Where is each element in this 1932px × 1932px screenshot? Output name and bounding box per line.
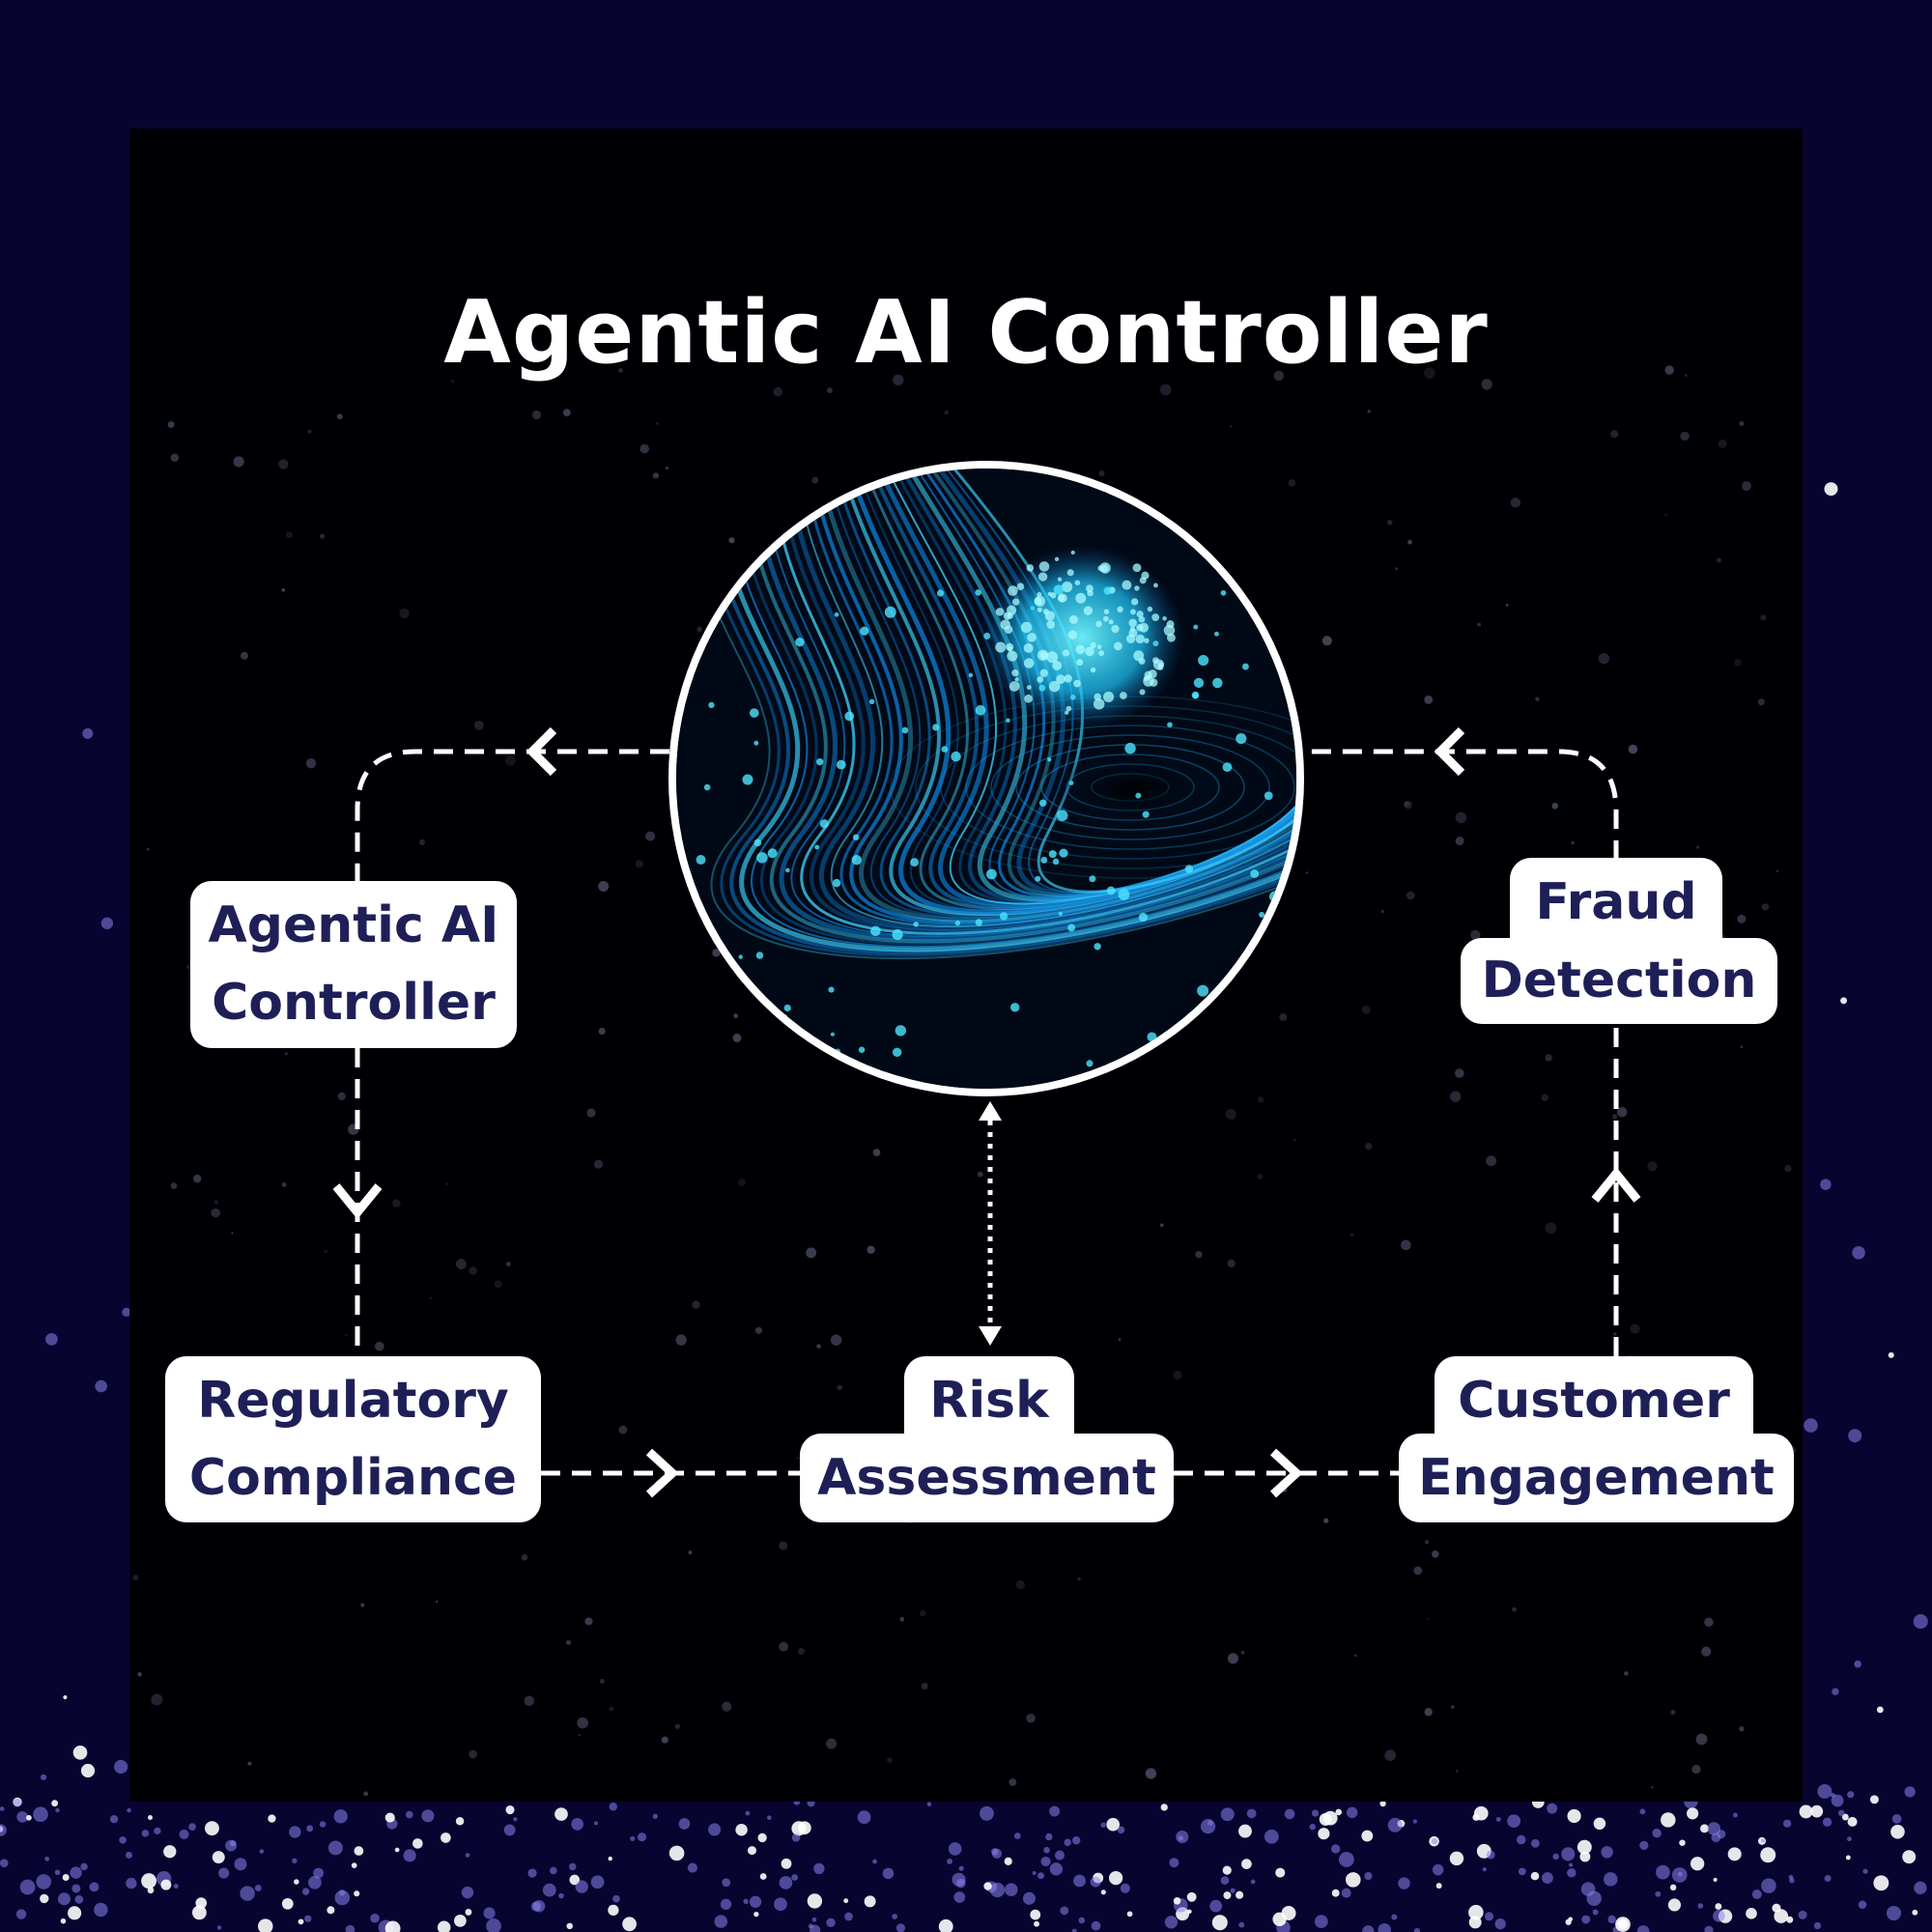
node-label-line1: Fraud: [1535, 873, 1697, 931]
neural-brain-graphic: [980, 546, 1183, 729]
node-label-line1: Customer: [1458, 1372, 1730, 1430]
chevron-left-icon: [526, 726, 557, 777]
node-label-line1: Regulatory: [197, 1372, 509, 1430]
chevron-down-icon: [332, 1183, 383, 1220]
arrowhead-up-icon: [979, 1101, 1002, 1121]
node-label-line1: Risk: [929, 1372, 1049, 1430]
chevron-right-icon: [645, 1448, 679, 1498]
node-agentic-ai-controller: Agentic AI Controller: [190, 881, 517, 1048]
chevron-up-icon: [1591, 1166, 1641, 1203]
chevron-right-icon: [1269, 1448, 1303, 1498]
arrowhead-down-icon: [979, 1326, 1002, 1346]
chevron-left-icon: [1434, 726, 1465, 777]
node-label-line2: Controller: [212, 974, 496, 1032]
connector-hub-to-controller: [355, 749, 669, 881]
node-label-line2: Engagement: [1418, 1449, 1775, 1507]
node-label-line1: Agentic AI: [208, 896, 499, 954]
ai-brain-hub-image: [676, 469, 1296, 1089]
page-title: Agentic AI Controller: [443, 282, 1489, 384]
node-label-line2: Assessment: [817, 1449, 1156, 1507]
connector-fraud-to-hub: [1302, 749, 1619, 860]
node-label-line2: Compliance: [188, 1449, 518, 1507]
node-label-line2: Detection: [1481, 952, 1757, 1009]
node-regulatory-compliance: Regulatory Compliance: [165, 1356, 541, 1522]
